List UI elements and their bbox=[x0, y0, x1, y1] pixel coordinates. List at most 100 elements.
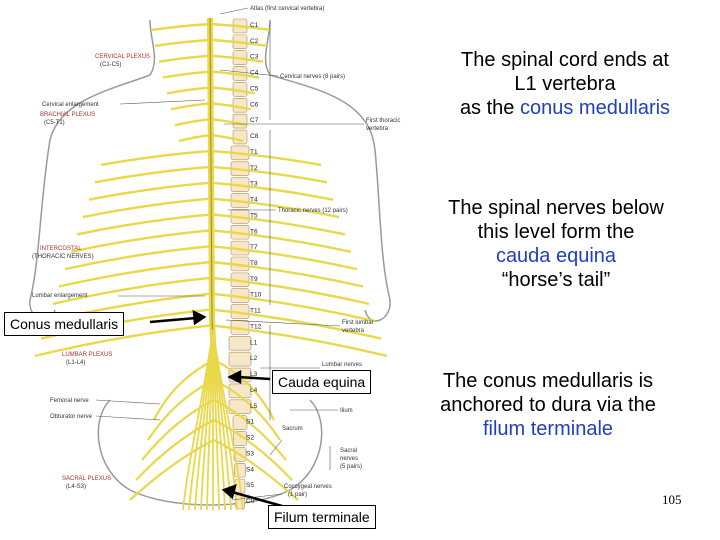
statement1-line2: L1 vertebra bbox=[514, 73, 616, 95]
vertebra-label: T11 bbox=[250, 308, 261, 315]
label-vertebra2: vertebra bbox=[342, 328, 365, 334]
label-lumbar-plexus-range: (L1-L4) bbox=[66, 360, 85, 366]
label-first-thoracic: First thoracic bbox=[366, 118, 400, 124]
vertebra-label: S2 bbox=[246, 435, 254, 442]
statement1-line3-pre: as the bbox=[459, 97, 520, 119]
spinal-nerve bbox=[150, 22, 212, 32]
vertebra-body bbox=[232, 113, 248, 129]
spinal-nerve bbox=[174, 118, 212, 127]
spinal-nerve bbox=[210, 118, 248, 127]
label-sacral-nerves2: nerves bbox=[340, 456, 358, 462]
spinal-nerve bbox=[210, 308, 382, 340]
spinal-nerve bbox=[210, 324, 388, 358]
vertebra-label: T5 bbox=[250, 212, 258, 219]
vertebra-label: C5 bbox=[250, 85, 259, 92]
lumbosacral-nerve bbox=[213, 439, 299, 501]
term-cauda-equina: cauda equina bbox=[495, 245, 617, 267]
lumbosacral-nerve bbox=[213, 399, 287, 461]
lumbosacral-nerve bbox=[153, 359, 215, 421]
spinal-nerve bbox=[210, 149, 322, 167]
label-femoral-nerve: Femoral nerve bbox=[50, 398, 89, 404]
spinal-nerve bbox=[170, 102, 212, 111]
spinal-nerve bbox=[166, 86, 212, 95]
statement1-line1: The spinal cord ends at bbox=[461, 49, 669, 71]
spinal-nerve bbox=[70, 229, 212, 253]
vertebra-label: C8 bbox=[250, 133, 259, 140]
label-ilium: Ilium bbox=[340, 408, 353, 414]
label-lumbar-plexus: LUMBAR PLEXUS bbox=[62, 352, 112, 358]
vertebra-body bbox=[232, 129, 248, 145]
spinal-nerve bbox=[210, 38, 268, 48]
callout-cauda-equina: Cauda equina bbox=[272, 370, 372, 394]
pelvis-outline bbox=[97, 399, 323, 506]
vertebra-label: T2 bbox=[250, 165, 258, 172]
label-thoracic-nerves-caps: (THORACIC NERVES) bbox=[32, 254, 94, 260]
vertebra-label: L5 bbox=[250, 403, 258, 410]
vertebra-label: C7 bbox=[250, 117, 259, 124]
label-lumbar-enlargement: Lumbar enlargement bbox=[32, 293, 88, 299]
label-brachial-plexus: BRACHIAL PLEXUS bbox=[40, 112, 95, 118]
callout-conus-medullaris: Conus medullaris bbox=[4, 312, 125, 336]
spinal-nerve bbox=[210, 70, 260, 79]
spinal-nerve bbox=[76, 213, 212, 236]
spinal-nerve bbox=[210, 197, 340, 219]
term-conus-medullaris: conus medullaris bbox=[519, 97, 671, 119]
vertebra-label: T10 bbox=[250, 292, 262, 299]
spinal-nerve bbox=[210, 181, 334, 201]
spinal-nerve bbox=[52, 276, 212, 306]
label-cervical-nerves: Cervical nerves (8 pairs) bbox=[280, 74, 345, 80]
statement2-line2: this level form the bbox=[477, 221, 635, 243]
label-sacral-nerves3: (5 pairs) bbox=[340, 464, 362, 470]
spinal-nerve bbox=[162, 70, 212, 79]
vertebra-label: C6 bbox=[250, 101, 259, 108]
statement-filum-terminale: The conus medullaris is anchored to dura… bbox=[402, 369, 694, 441]
vertebra-body bbox=[232, 415, 248, 430]
spinal-nerve bbox=[210, 165, 328, 184]
label-thoracic-nerves: Thoracic nerves (12 pairs) bbox=[278, 208, 348, 214]
vertebra-label: T8 bbox=[250, 260, 258, 267]
label-sacral-nerves: Sacral bbox=[340, 448, 357, 454]
statement-cauda-equina: The spinal nerves below this level form … bbox=[410, 196, 702, 292]
spinal-nerve bbox=[154, 38, 212, 48]
statement3-line2: anchored to dura via the bbox=[440, 394, 656, 416]
spinal-nerve bbox=[210, 260, 364, 288]
vertebra-body bbox=[228, 351, 252, 367]
callout-arrows bbox=[149, 309, 283, 508]
spinal-nerve bbox=[64, 244, 212, 271]
vertebra-label: T3 bbox=[250, 181, 258, 188]
spinal-nerve bbox=[210, 22, 272, 32]
spinal-nerve bbox=[82, 197, 212, 219]
vertebra-label: C0 bbox=[246, 498, 255, 505]
label-intercostal: INTERCOSTAL bbox=[40, 246, 82, 252]
label-brachial-plexus-range: (C5-T1) bbox=[44, 120, 65, 126]
vertebra-labels: C1C2C3C4C5C6C7C8T1T2T3T4T5T6T7T8T9T10T11… bbox=[246, 22, 262, 505]
spinal-nerve bbox=[158, 54, 212, 63]
label-sacral-plexus: SACRAL PLEXUS bbox=[62, 476, 111, 482]
spinal-nerve bbox=[210, 213, 346, 236]
spinal-nerve bbox=[94, 165, 212, 184]
label-sacrum: Sacrum bbox=[282, 426, 303, 432]
vertebra-label: L1 bbox=[250, 339, 258, 346]
term-filum-terminale: filum terminale bbox=[482, 418, 614, 440]
vertebra-label: T12 bbox=[250, 323, 262, 330]
spinal-nerve bbox=[210, 244, 358, 271]
vertebra-label: C2 bbox=[250, 38, 259, 45]
label-first-lumbar: First lumbar bbox=[342, 320, 374, 326]
vertebra-label: S3 bbox=[246, 450, 254, 457]
label-coccygeal-pair: (1 pair) bbox=[288, 492, 307, 498]
vertebra-label: L2 bbox=[250, 355, 258, 362]
vertebra-label: T6 bbox=[250, 228, 258, 235]
spinal-nerve bbox=[210, 102, 252, 111]
vertebra-label: C4 bbox=[250, 70, 259, 77]
spinal-nerve bbox=[210, 229, 352, 253]
vertebra-body bbox=[228, 336, 252, 351]
spinal-nerve bbox=[100, 149, 212, 167]
label-cervical-plexus-range: (C1-C5) bbox=[100, 62, 121, 68]
label-cervical-plexus: CERVICAL PLEXUS bbox=[95, 54, 150, 60]
label-atlas: Atlas (first cervical vertebra) bbox=[250, 6, 324, 12]
vertebra-label: T7 bbox=[250, 244, 258, 251]
label-vertebra: vertebra bbox=[366, 126, 389, 132]
vertebra-label: S5 bbox=[246, 482, 254, 489]
cauda-strand bbox=[212, 329, 244, 511]
spinal-nerve bbox=[58, 260, 212, 288]
